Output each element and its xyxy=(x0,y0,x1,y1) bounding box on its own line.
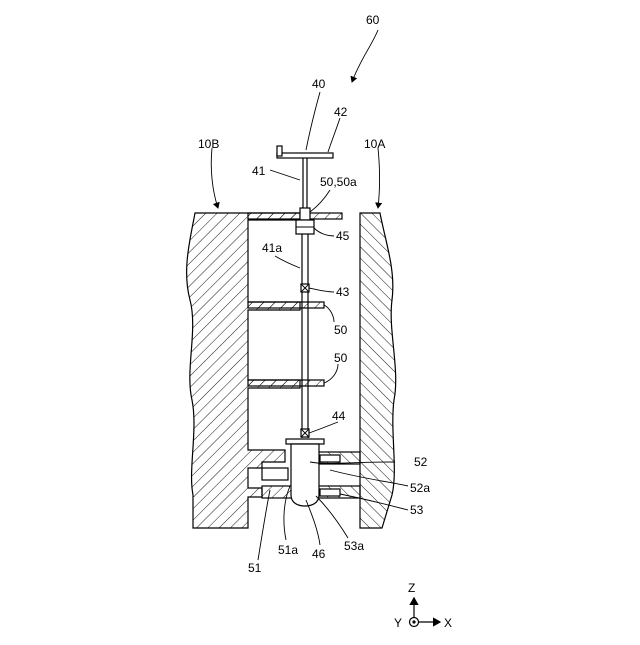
label-53: 53 xyxy=(410,503,424,517)
coordinate-axes: Z Y X xyxy=(394,581,452,630)
plate-50-upper xyxy=(248,302,324,308)
label-50-50a: 50,50a xyxy=(320,175,357,189)
handle-42-tab xyxy=(277,146,282,156)
label-53a: 53a xyxy=(344,539,364,553)
label-10B: 10B xyxy=(198,137,219,151)
label-52: 52 xyxy=(414,455,428,469)
slot-53a xyxy=(320,489,340,496)
block-51 xyxy=(262,468,288,480)
label-50-upper: 50 xyxy=(334,323,348,337)
label-46: 46 xyxy=(312,547,326,561)
label-50-lower: 50 xyxy=(334,351,348,365)
slot-52a xyxy=(320,455,340,462)
label-41: 41 xyxy=(252,164,266,178)
label-51a: 51a xyxy=(278,543,298,557)
label-42: 42 xyxy=(334,105,348,119)
label-10A: 10A xyxy=(364,137,385,151)
plug-46 xyxy=(291,444,319,506)
axis-label-x: X xyxy=(444,616,452,630)
label-41a: 41a xyxy=(262,241,282,255)
label-60: 60 xyxy=(366,13,380,27)
axis-label-z: Z xyxy=(408,581,415,595)
handle-42 xyxy=(277,153,333,158)
label-40: 40 xyxy=(312,77,326,91)
axis-label-y: Y xyxy=(394,616,402,630)
label-45: 45 xyxy=(336,229,350,243)
collar xyxy=(300,208,310,220)
plate-50a xyxy=(248,213,342,219)
flange xyxy=(286,439,324,444)
label-51: 51 xyxy=(248,561,262,575)
plate-50-lower xyxy=(248,380,324,386)
label-43: 43 xyxy=(336,285,350,299)
label-52a: 52a xyxy=(410,481,430,495)
label-44: 44 xyxy=(332,409,346,423)
wall-10A xyxy=(360,213,396,528)
